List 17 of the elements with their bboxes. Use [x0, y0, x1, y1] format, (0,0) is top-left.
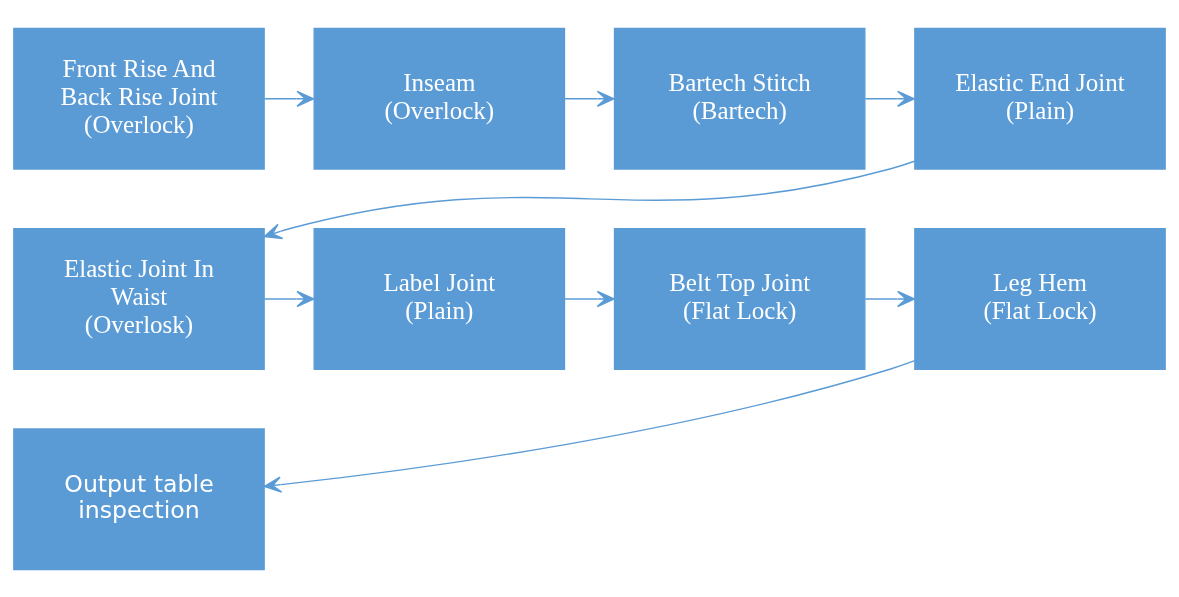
node-box: Inseam (Overlock): [313, 27, 566, 170]
arrow: [263, 359, 916, 493]
node-box: Elastic Joint In Waist (Overlosk): [13, 227, 265, 370]
node-box: Bartech Stitch (Bartech): [613, 27, 866, 170]
arrow: [864, 90, 916, 107]
node-box: Front Rise And Back Rise Joint (Overlock): [13, 27, 265, 170]
arrow: [263, 160, 916, 239]
arrow: [864, 290, 916, 307]
arrow: [263, 90, 315, 107]
arrow: [263, 290, 315, 307]
node-box: Leg Hem (Flat Lock): [914, 227, 1166, 370]
node-box: Output table inspection: [13, 427, 265, 570]
arrow: [564, 290, 615, 307]
arrow: [564, 90, 615, 107]
node-box: Belt Top Joint (Flat Lock): [613, 227, 866, 370]
node-box: Elastic End Joint (Plain): [914, 27, 1166, 170]
node-box: Label Joint (Plain): [313, 227, 566, 370]
